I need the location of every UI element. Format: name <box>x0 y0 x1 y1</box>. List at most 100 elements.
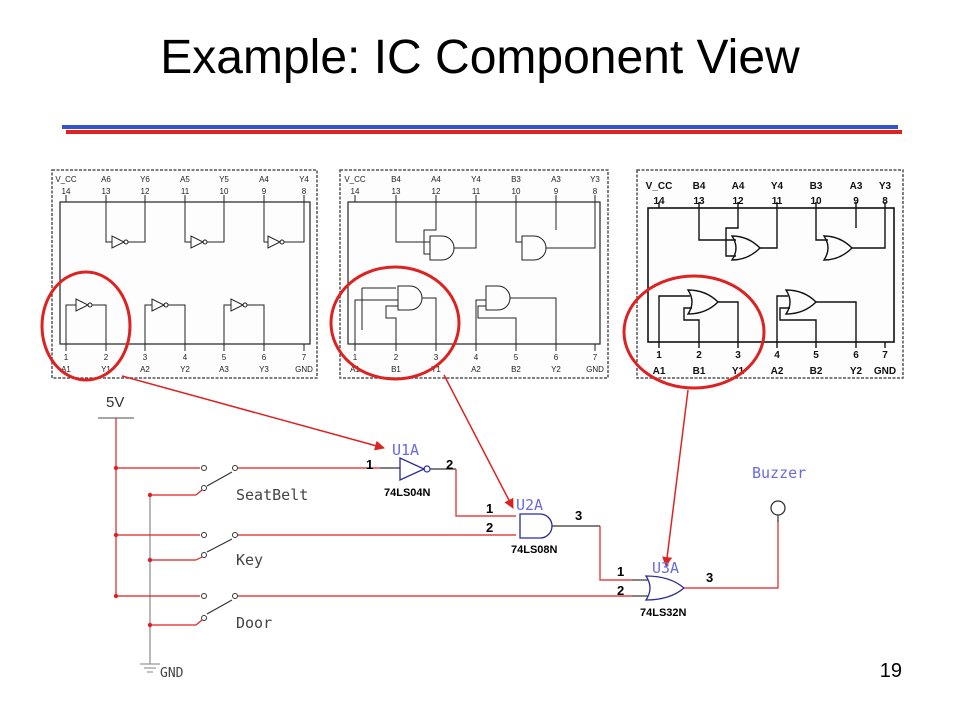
ic1-top-pin-number: 13 <box>102 187 111 196</box>
ic2-top-pin-number: 9 <box>554 187 559 196</box>
ic2-top-pin-label: Y3 <box>590 175 600 184</box>
u1a-pin-in: 1 <box>366 457 373 472</box>
supply-label: 5V <box>106 394 124 411</box>
ic2-bottom-pin-label: B2 <box>511 365 521 374</box>
u3a-pin-b: 2 <box>617 583 624 598</box>
ic3-bottom-pin-number: 2 <box>696 350 702 361</box>
schematic: 5V GND SeatBelt <box>98 394 806 681</box>
ic1-top-pin-number: 12 <box>141 187 150 196</box>
ic2-bottom-pin-number: 5 <box>514 353 519 362</box>
ic3-bottom-pin-label: B1 <box>693 366 706 377</box>
ic2-top-pin-label: A3 <box>551 175 561 184</box>
arrow-to-u3a <box>662 389 689 567</box>
u3a-pin-a: 1 <box>617 564 624 579</box>
ic2-bottom-pin-label: A1 <box>350 365 360 374</box>
ic1-bottom-pin-number: 6 <box>262 353 267 362</box>
u1a-ref: U1A <box>392 441 419 459</box>
ic3-top-pin-label: A3 <box>850 181 863 192</box>
ic2-bottom-pin-number: 4 <box>474 353 479 362</box>
ground-label: GND <box>160 666 184 681</box>
ic1-bottom-pin-number: 7 <box>302 353 307 362</box>
ic1-bottom-pin-number: 2 <box>104 353 109 362</box>
slide-number: 19 <box>879 660 902 682</box>
ic1-bottom-pin-number: 1 <box>64 353 69 362</box>
ic2-bottom-pin-number: 3 <box>434 353 439 362</box>
slide-title: Example: IC Component View <box>160 31 800 84</box>
ic1-top-pin-number: 11 <box>181 187 190 196</box>
u1a-part: 74LS04N <box>384 487 431 499</box>
ic3-top-pin-number: 8 <box>882 196 888 207</box>
ic3-bottom-pin-number: 3 <box>735 350 741 361</box>
ic2-bottom-pin-label: Y1 <box>431 365 441 374</box>
arrow-to-u2a <box>443 374 514 509</box>
ic3-bottom-pin-label: GND <box>874 366 896 377</box>
ic3-top-pin-number: 9 <box>853 196 859 207</box>
u2a-ref: U2A <box>516 496 543 514</box>
u3a-pin-out: 3 <box>706 570 713 585</box>
ic3-bottom-pin-number: 6 <box>853 350 859 361</box>
ic3-top-pin-number: 10 <box>810 196 822 207</box>
switch-door: Door <box>116 593 632 632</box>
buzzer: Buzzer <box>752 464 806 522</box>
switch-door-label: Door <box>236 614 272 632</box>
ic2-bottom-pin-label: A2 <box>471 365 481 374</box>
buzzer-label: Buzzer <box>752 464 806 482</box>
ic3-bottom-pin-label: A2 <box>771 366 784 377</box>
ic2-bottom-pin-number: 6 <box>554 353 559 362</box>
switch-key-label: Key <box>236 551 263 569</box>
ic2-top-pin-number: 12 <box>432 187 441 196</box>
ic3-bottom-pin-label: A1 <box>653 366 666 377</box>
u2a-pin-a: 1 <box>486 501 493 516</box>
gate-u1a-inverter: U1A 1 2 74LS04N <box>366 441 456 499</box>
u3a-ref: U3A <box>652 559 679 577</box>
ic2-top-pin-label: Y4 <box>471 175 481 184</box>
ic1-top-pin-label: Y5 <box>219 175 229 184</box>
ic1-bottom-pin-label: Y3 <box>259 365 269 374</box>
ic3-top-pin-number: 13 <box>693 196 705 207</box>
ic3-bottom-pin-label: Y1 <box>732 366 745 377</box>
ic2-top-pin-number: 14 <box>351 187 360 196</box>
ic2-top-pin-label: A4 <box>431 175 441 184</box>
u2a-pin-out: 3 <box>575 508 582 523</box>
ic1-bottom-pin-label: A3 <box>219 365 229 374</box>
ic3-top-pin-number: 14 <box>653 196 665 207</box>
ic2-top-pin-label: V_CC <box>344 175 366 184</box>
ic1-top-pin-label: V_CC <box>55 175 77 184</box>
ic3-bottom-pin-number: 7 <box>882 350 888 361</box>
ic2-top-pin-label: B3 <box>511 175 521 184</box>
ic1-top-pin-label: A4 <box>259 175 269 184</box>
ic1-bottom-pin-label: Y1 <box>101 365 111 374</box>
highlight-circle-or-gate <box>622 274 766 390</box>
ic3-top-pin-label: V_CC <box>646 181 673 192</box>
ic1-top-pin-label: Y6 <box>140 175 150 184</box>
ic2-bottom-pin-number: 1 <box>353 353 358 362</box>
ic1-top-pin-number: 9 <box>262 187 267 196</box>
ic1-bottom-pin-label: GND <box>295 365 313 374</box>
ic2-top-pin-number: 11 <box>472 187 481 196</box>
ic1-top-pin-label: A5 <box>180 175 190 184</box>
switch-key: Key <box>116 532 516 569</box>
ic1-top-pin-label: A6 <box>101 175 111 184</box>
ic1-top-pin-number: 14 <box>62 187 71 196</box>
ic3-bottom-pin-number: 5 <box>813 350 819 361</box>
ic2-bottom-pin-number: 2 <box>394 353 399 362</box>
switch-seatbelt: SeatBelt <box>116 465 380 504</box>
ic1-top-pin-label: Y4 <box>299 175 309 184</box>
highlight-circle-and-gate <box>329 265 461 381</box>
ic3-top-pin-label: Y3 <box>879 181 892 192</box>
ic3-bottom-pin-label: Y2 <box>850 366 863 377</box>
ic1-bottom-pin-label: A2 <box>140 365 150 374</box>
ic2-bottom-pin-number: 7 <box>593 353 598 362</box>
ic2-bottom-pin-label: B1 <box>391 365 401 374</box>
ic1-bottom-pin-number: 4 <box>183 353 188 362</box>
ic3-top-pin-number: 12 <box>732 196 744 207</box>
ic3-top-pin-label: B4 <box>693 181 706 192</box>
u3a-part: 74LS32N <box>640 607 687 619</box>
arrow-to-u1a <box>121 375 385 451</box>
ic1-bottom-pin-number: 3 <box>143 353 148 362</box>
ic3-top-pin-number: 11 <box>772 196 783 207</box>
